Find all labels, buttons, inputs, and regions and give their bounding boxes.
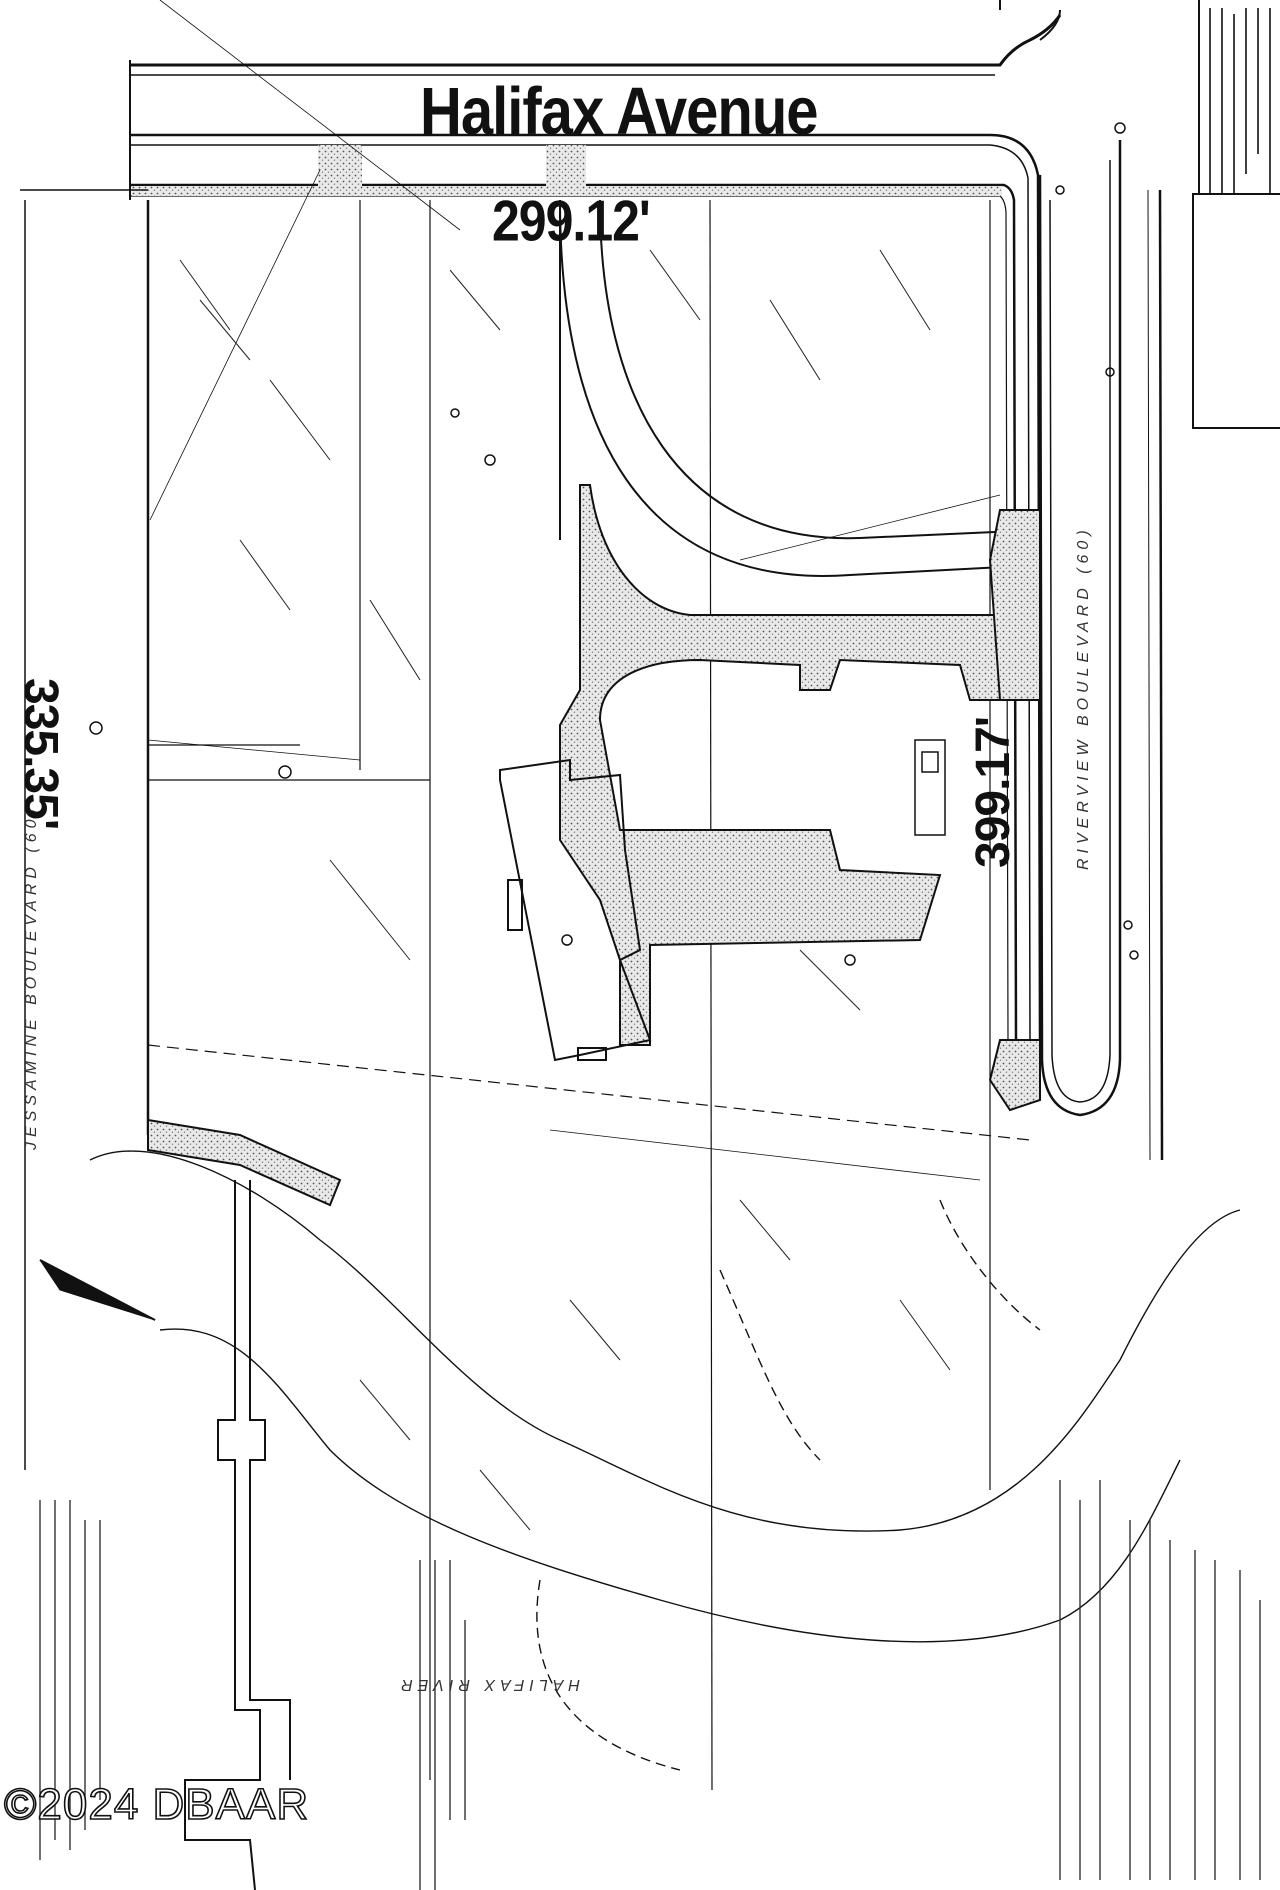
paved-area [559, 484, 1041, 1046]
jessamine-road-label: JESSAMINE BOULEVARD (60) [23, 804, 40, 1151]
survey-markers [89, 122, 1139, 966]
waterline [89, 1150, 1241, 1771]
left-boundary [20, 189, 150, 1470]
riverview-road-label: RIVERVIEW BOULEVARD (60) [1075, 525, 1092, 870]
paved-area [988, 509, 1041, 701]
paved-area [147, 1118, 342, 1207]
street-title: Halifax Avenue [420, 74, 819, 149]
notes-lines [1059, 1480, 1261, 1880]
house-footprint [499, 758, 652, 1062]
title-block [1198, 0, 1280, 212]
title-block-text-lines [1209, 8, 1271, 200]
pool-patio [914, 739, 946, 836]
dimension-right: 399.17' [967, 716, 1020, 868]
title-block-owner [1192, 193, 1280, 429]
dimension-left: 335.35' [14, 678, 67, 830]
lot-lines [147, 199, 1031, 1791]
paved-area [988, 1039, 1041, 1112]
copyright-watermark: ©2024 DBAAR [3, 1779, 310, 1830]
construction-lines [147, 0, 1001, 1181]
riverview-boulevard-road [1038, 9, 1164, 1161]
dimension-top: 299.12' [492, 188, 651, 254]
driveway-stipple [546, 145, 586, 187]
halifax-avenue-road [129, 0, 1062, 1041]
dock-walkway [184, 1180, 291, 1890]
north-arrow [39, 1259, 156, 1321]
bottom-left-notes [39, 1500, 466, 1890]
annotation-ticks [179, 249, 951, 1531]
driveway-stipple [318, 145, 362, 187]
halifax-river-label: HALIFAX RIVER [396, 1676, 580, 1693]
curved-driveway [559, 199, 1041, 577]
sidewalk-stipple [132, 186, 1002, 196]
